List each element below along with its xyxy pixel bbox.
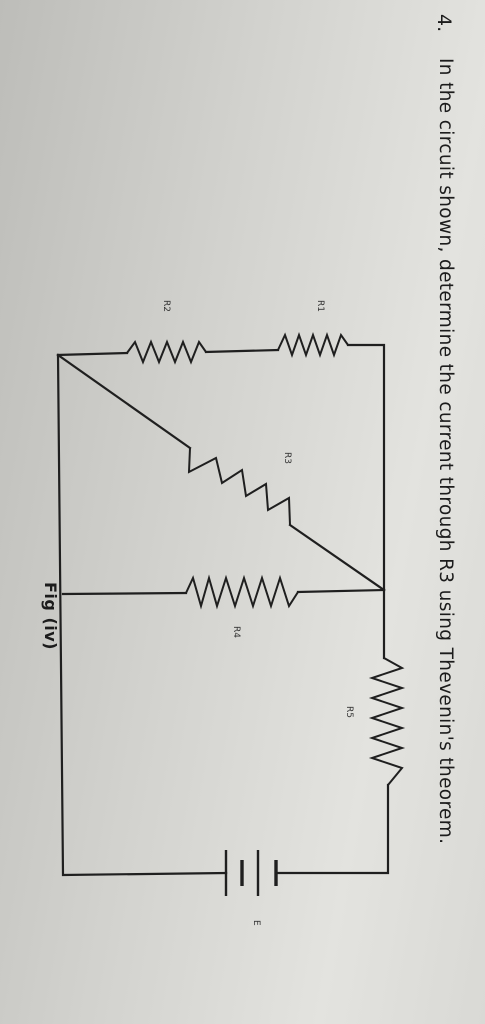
wire-r3-to-node-b [288,523,386,592]
wire-left-rail [56,353,228,877]
wire-r1-to-right-rail [346,343,386,592]
resistor-r5 [368,657,406,786]
label-r2: R2 [161,300,171,312]
resistor-r1 [277,331,349,359]
resistor-r2 [126,339,207,365]
wire-r2-to-node-a [56,351,129,357]
wire-r4-to-node-b [296,588,386,594]
label-r1: R1 [315,300,325,312]
wire-r5-to-battery [274,783,390,875]
label-e: E [251,920,261,926]
resistor-r3 [187,447,291,526]
resistor-r4 [185,574,299,610]
circuit-wires [56,343,390,877]
label-r5: R5 [344,706,354,718]
wire-node-a-to-r3 [56,353,192,450]
label-r3: R3 [282,452,292,464]
label-r4: R4 [231,626,241,638]
wire-r1-to-r2 [204,348,280,354]
wire-left-to-r4 [61,591,188,596]
battery-e [224,850,278,896]
